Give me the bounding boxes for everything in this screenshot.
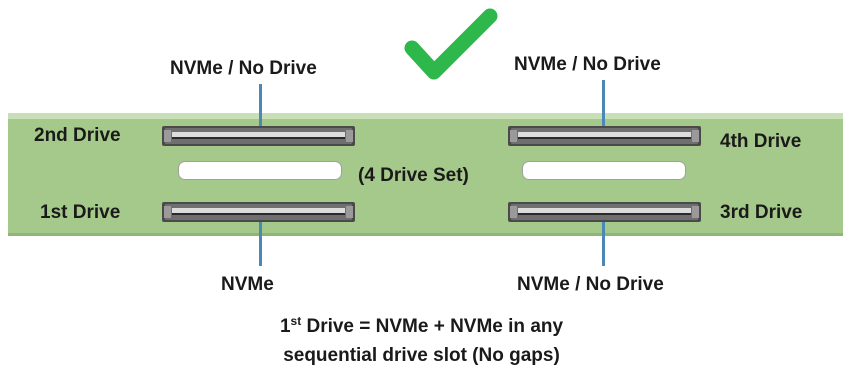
backplane-board [8, 113, 843, 236]
paddle-right [522, 161, 686, 180]
footer-ordinal-number: 1 [279, 316, 291, 337]
footer-line-1-text: Drive = NVMe + NVMe in any [301, 316, 564, 337]
paddle-left [178, 161, 342, 180]
slot-label-1st: 1st Drive [40, 202, 121, 223]
board-shadow [8, 233, 843, 236]
slot-label-4th: 4th Drive [720, 131, 802, 152]
slot-label-2nd: 2nd Drive [34, 125, 121, 146]
checkmark-icon [404, 8, 498, 80]
leader-line-bottom-left [259, 220, 262, 266]
connector-slot-4 [508, 126, 701, 146]
slot-label-3rd: 3rd Drive [720, 202, 803, 223]
leader-line-bottom-right [602, 220, 605, 266]
connector-slot-2 [162, 126, 355, 146]
footer-line-1: 1st Drive = NVMe + NVMe in any [0, 314, 843, 338]
top-left-label: NVMe / No Drive [170, 58, 317, 79]
top-right-label: NVMe / No Drive [514, 54, 661, 75]
connector-slot-3 [508, 202, 701, 222]
leader-line-top-left [259, 84, 262, 128]
connector-slot-1 [162, 202, 355, 222]
leader-line-top-right [602, 80, 605, 128]
board-highlight [8, 113, 843, 119]
footer-ordinal-suffix: st [290, 314, 302, 328]
drive-set-label: (4 Drive Set) [358, 165, 469, 186]
bottom-right-label: NVMe / No Drive [517, 274, 664, 295]
footer-line-2: sequential drive slot (No gaps) [283, 345, 560, 366]
bottom-left-label: NVMe [221, 274, 274, 295]
